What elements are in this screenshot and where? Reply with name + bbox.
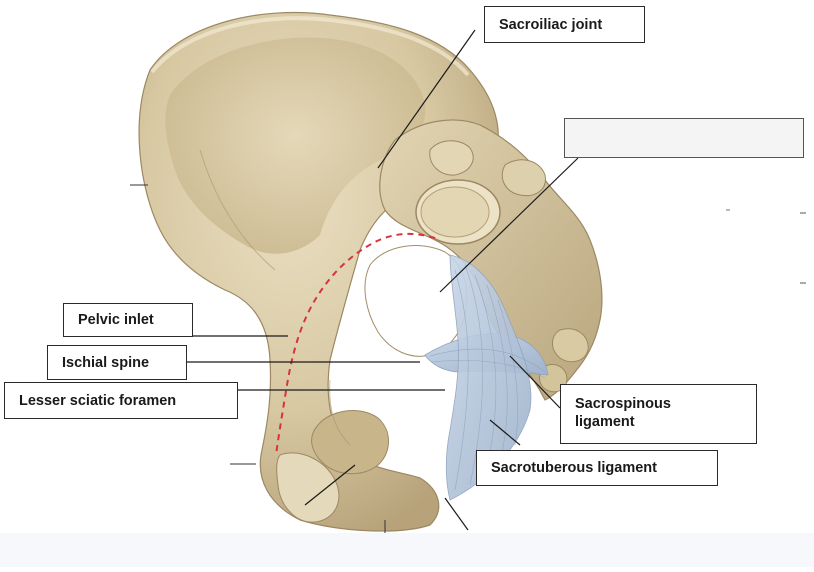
label-sacrospinous-line1: Sacrospinous (575, 396, 671, 412)
greater-sciatic-foramen (364, 245, 468, 357)
sacrotuberous-ligament (445, 254, 532, 501)
lower-opening (311, 410, 389, 475)
bottom-band (0, 533, 814, 567)
label-lesser-sciatic-foramen: Lesser sciatic foramen (4, 382, 238, 419)
label-sacrospinous-line2: ligament (575, 414, 635, 430)
label-sacrotuberous-ligament: Sacrotuberous ligament (476, 450, 718, 486)
label-sacrospinous-ligament: Sacrospinous ligament (560, 384, 757, 444)
pelvic-brim-dashed-line (275, 232, 436, 456)
label-pelvic-inlet: Pelvic inlet (63, 303, 193, 337)
label-sacroiliac-joint: Sacroiliac joint (484, 6, 645, 43)
iliac-fossa (165, 37, 426, 254)
label-ischial-spine: Ischial spine (47, 345, 187, 380)
label-blank-box[interactable] (564, 118, 804, 158)
leader-lines (187, 29, 579, 531)
